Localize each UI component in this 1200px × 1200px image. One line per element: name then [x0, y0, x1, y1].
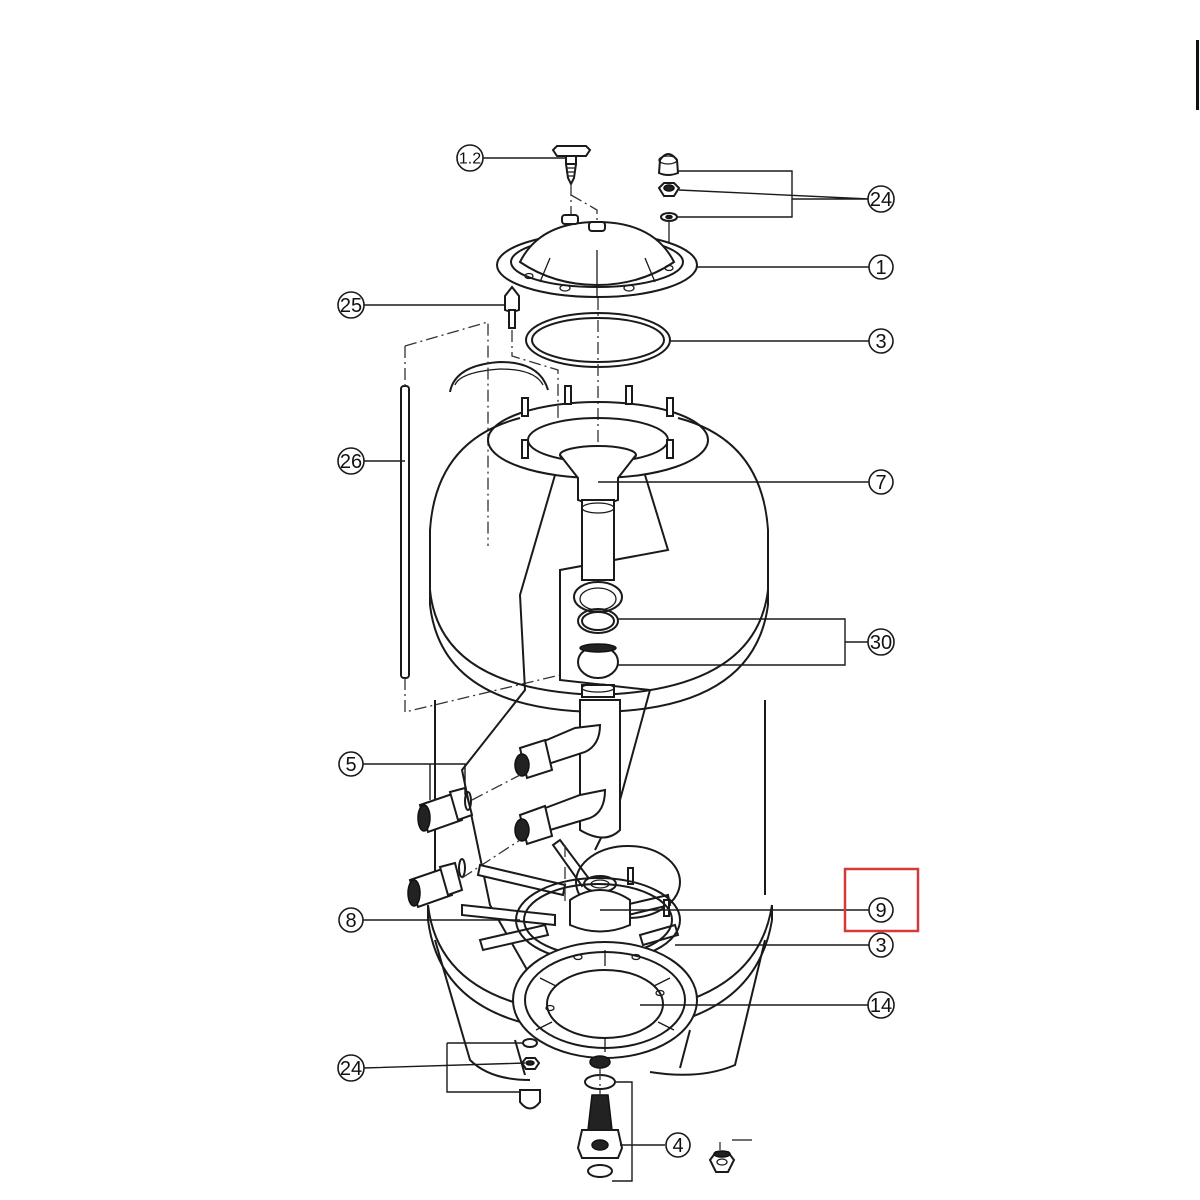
callout-c-14: 14 [867, 991, 895, 1019]
callout-number: 9 [875, 900, 886, 922]
callout-number: 7 [875, 472, 886, 494]
bulkhead-fittings [407, 774, 521, 909]
callout-c-26: 26 [337, 447, 365, 475]
callout-number: 26 [340, 451, 362, 473]
callout-c-1: 1 [868, 254, 894, 280]
edge-mark [1196, 40, 1199, 110]
callout-c-9: 9 [868, 897, 894, 923]
callout-circle [337, 291, 365, 319]
callout-circle [867, 628, 895, 656]
spare-nut [708, 1139, 752, 1173]
internal-pipework [514, 699, 621, 846]
callout-c-24-top: 24 [867, 185, 895, 213]
callout-c-7: 7 [868, 469, 894, 495]
callout-number: 25 [340, 295, 362, 317]
cutaway-left [460, 474, 556, 976]
drain-assembly [576, 1055, 624, 1178]
callout-number: 3 [875, 935, 886, 957]
callout-c-1-2: 1.2 [456, 144, 484, 172]
callout-c-25: 25 [337, 291, 365, 319]
callout-c-30: 30 [867, 628, 895, 656]
callout-circle [868, 254, 894, 280]
callout-c-24-bottom: 24 [337, 1054, 365, 1082]
callout-number: 14 [870, 995, 892, 1017]
callout-labels: 1.2 24 1 25 3 26 7 30 5 9 8 3 14 24 4 [337, 144, 895, 1158]
filter-lid [496, 214, 698, 298]
callout-number: 3 [875, 331, 886, 353]
callout-circle [868, 932, 894, 958]
callout-c-3-top: 3 [868, 328, 894, 354]
callout-c-8: 8 [338, 907, 364, 933]
screw-part-1-2 [551, 145, 598, 225]
callout-number: 1 [875, 257, 886, 279]
diffuser-funnel [559, 445, 637, 581]
callout-circle [337, 1054, 365, 1082]
bottom-flange [512, 941, 698, 1059]
callout-number: 24 [870, 189, 892, 211]
nut-assembly-top [657, 153, 681, 268]
hub-part-9 [564, 845, 681, 933]
callout-number: 5 [345, 754, 356, 776]
union-parts-30 [573, 581, 623, 698]
callout-number: 1.2 [459, 151, 481, 168]
callout-circle [338, 907, 364, 933]
callout-number: 24 [340, 1058, 362, 1080]
callout-circle [868, 897, 894, 923]
callout-circle [867, 185, 895, 213]
leader-lines [362, 157, 870, 1182]
air-release-valve [504, 285, 559, 420]
callout-circle [337, 447, 365, 475]
callout-number: 8 [345, 910, 356, 932]
drain-rod [400, 321, 561, 713]
callout-number: 4 [672, 1135, 683, 1157]
nut-assembly-bottom [519, 1038, 541, 1110]
callout-circle [456, 144, 484, 172]
callout-circle [867, 991, 895, 1019]
callout-circle [868, 469, 894, 495]
callout-c-5: 5 [338, 751, 364, 777]
spring-clip [449, 360, 549, 393]
callout-circle [868, 328, 894, 354]
callout-c-4: 4 [665, 1132, 691, 1158]
callout-c-3-bottom: 3 [868, 932, 894, 958]
callout-number: 30 [870, 632, 892, 654]
highlight-box-part-9 [843, 867, 920, 933]
callout-circle [338, 751, 364, 777]
callout-circle [665, 1132, 691, 1158]
